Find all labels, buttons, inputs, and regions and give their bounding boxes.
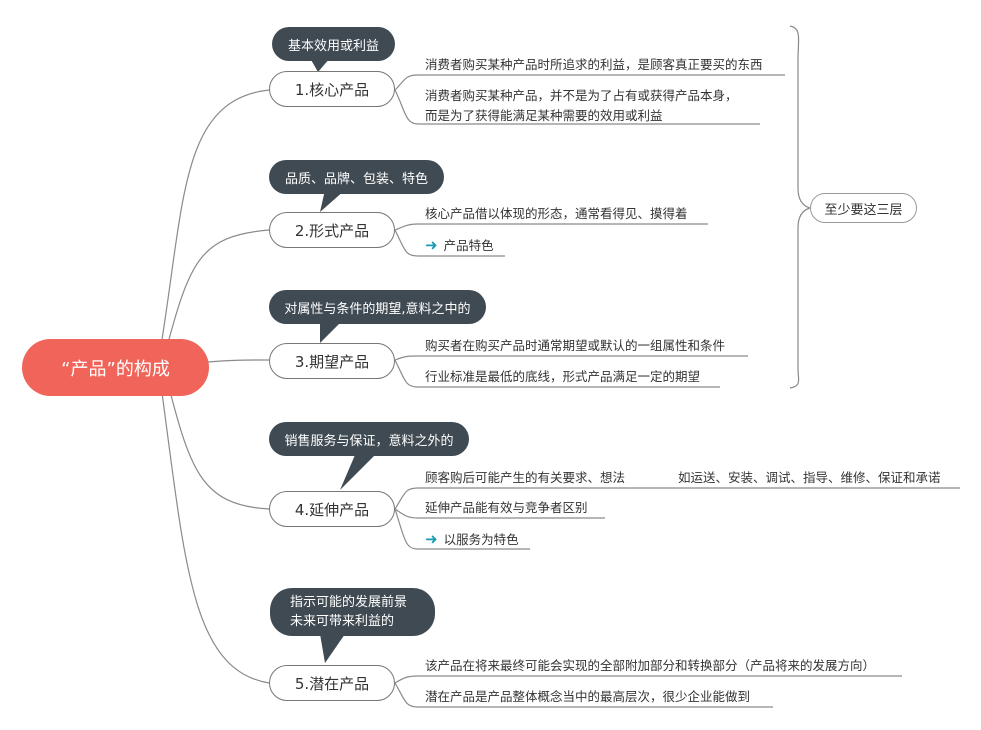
summary-topic[interactable]: 至少要这三层 — [810, 193, 917, 223]
leaf-text[interactable]: 潜在产品是产品整体概念当中的最高层次，很少企业能做到 — [425, 689, 751, 704]
topic-core-product[interactable]: 1.核心产品 — [269, 71, 395, 107]
leaf-text[interactable]: ➜ 以服务为特色 — [425, 529, 519, 550]
callout-form-features[interactable]: 品质、品牌、包装、特色 — [269, 160, 444, 194]
topic-expected-product[interactable]: 3.期望产品 — [269, 343, 395, 379]
callout-augmented-service[interactable]: 销售服务与保证，意料之外的 — [269, 422, 469, 456]
leaf-label: 产品特色 — [443, 238, 494, 253]
leaf-text[interactable]: 该产品在将来最终可能会实现的全部附加部分和转换部分（产品将来的发展方向） — [425, 658, 876, 673]
right-arrow-icon: ➜ — [425, 236, 438, 254]
leaf-line: 而是为了获得能满足某种需要的效用或利益 — [425, 108, 663, 123]
leaf-text[interactable]: 行业标准是最低的底线，形式产品满足一定的期望 — [425, 369, 701, 384]
leaf-line: 消费者购买某种产品，并不是为了占有或获得产品本身， — [425, 88, 738, 103]
topic-form-product[interactable]: 2.形式产品 — [269, 212, 395, 248]
leaf-text[interactable]: 购买者在购买产品时通常期望或默认的一组属性和条件 — [425, 338, 726, 353]
leaf-text[interactable]: 消费者购买某种产品，并不是为了占有或获得产品本身， 而是为了获得能满足某种需要的… — [425, 86, 738, 126]
topic-potential-product[interactable]: 5.潜在产品 — [269, 665, 395, 701]
callout-core-benefit[interactable]: 基本效用或利益 — [272, 27, 395, 61]
callout-expected-attributes[interactable]: 对属性与条件的期望,意料之中的 — [269, 290, 486, 324]
leaf-text[interactable]: 延伸产品能有效与竞争者区别 — [425, 500, 588, 515]
subleaf-text[interactable]: 如运送、安装、调试、指导、维修、保证和承诺 — [678, 470, 941, 485]
callout-potential-prospect[interactable]: 指示可能的发展前景 未来可带来利益的 — [270, 588, 435, 636]
leaf-text[interactable]: 核心产品借以体现的形态，通常看得见、摸得着 — [425, 206, 688, 221]
topic-augmented-product[interactable]: 4.延伸产品 — [269, 491, 395, 527]
callout-line: 未来可带来利益的 — [290, 614, 395, 629]
leaf-text[interactable]: ➜ 产品特色 — [425, 235, 494, 256]
leaf-label: 以服务为特色 — [443, 532, 519, 547]
leaf-text[interactable]: 顾客购后可能产生的有关要求、想法 — [425, 470, 626, 485]
leaf-text[interactable]: 消费者购买某种产品时所追求的利益，是顾客真正要买的东西 — [425, 57, 763, 72]
root-topic[interactable]: “产品”的构成 — [22, 339, 209, 396]
right-arrow-icon: ➜ — [425, 530, 438, 548]
callout-line: 指示可能的发展前景 — [290, 595, 408, 610]
